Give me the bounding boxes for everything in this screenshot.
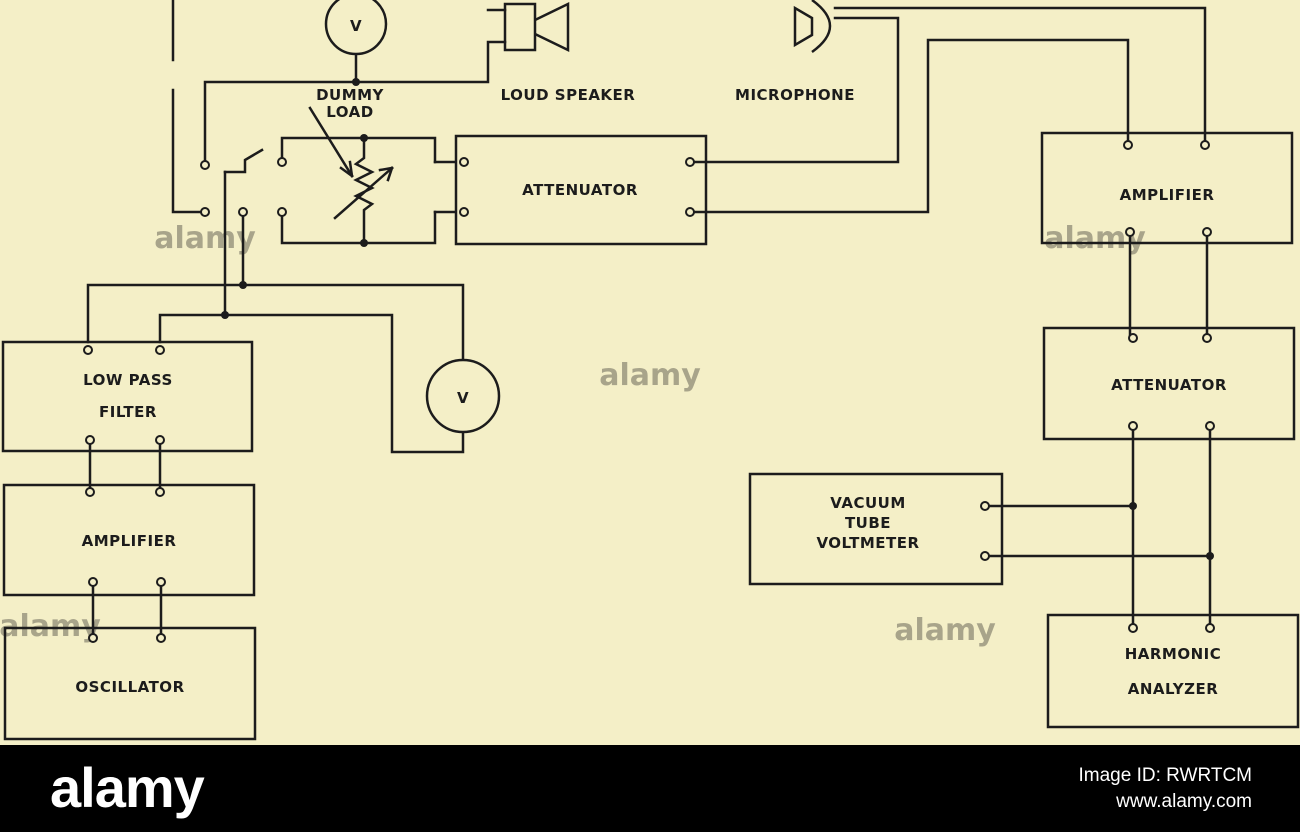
loudspeaker-icon	[503, 2, 570, 52]
vtvm-label-line3: VOLTMETER	[816, 534, 919, 552]
circuit-diagram: alamy alamy alamy alamy alamy	[0, 0, 1300, 741]
low-pass-filter-box	[1, 340, 254, 453]
watermark-upper-left: alamy	[154, 221, 256, 256]
harmonic-analyzer-label-line2: ANALYZER	[1128, 680, 1219, 698]
low-pass-filter-label-line1: LOW PASS	[83, 371, 173, 389]
amplifier-right-box	[1040, 131, 1294, 245]
watermark-lower-right: alamy	[894, 613, 996, 648]
oscillator-box	[3, 626, 257, 741]
amplifier-right-label: AMPLIFIER	[1120, 186, 1215, 204]
attenuator-top-box	[454, 134, 708, 246]
image-id: Image ID: RWRTCM	[1078, 765, 1253, 786]
harmonic-analyzer-box	[1046, 613, 1300, 729]
watermark-lower-left: alamy	[0, 609, 101, 644]
attenuator-right-box	[1042, 326, 1296, 441]
wiring	[86, 0, 1212, 638]
voltmeter-top-symbol: V	[350, 17, 362, 35]
vtvm-label-line1: VACUUM	[830, 494, 906, 512]
attenuator-right-label: ATTENUATOR	[1111, 376, 1227, 394]
amplifier-left-box	[2, 483, 256, 597]
amplifier-left-label: AMPLIFIER	[82, 532, 177, 550]
microphone-icon	[793, 0, 832, 54]
microphone-label: MICROPHONE	[735, 86, 855, 104]
dummy-load-label-line1: DUMMY	[316, 86, 384, 104]
voltmeter-middle-icon: V	[425, 358, 501, 434]
footer-bar: alamy Image ID: RWRTCM www.alamy.com	[0, 745, 1300, 832]
terminals	[83, 140, 1215, 643]
watermark-center: alamy	[599, 358, 701, 393]
low-pass-filter-label-line2: FILTER	[99, 403, 157, 421]
voltmeter-middle-symbol: V	[457, 389, 469, 407]
harmonic-analyzer-label-line1: HARMONIC	[1125, 645, 1222, 663]
oscillator-label: OSCILLATOR	[75, 678, 184, 696]
voltmeter-top-icon: V	[324, 0, 388, 56]
junction-dots	[221, 78, 1214, 560]
dummy-load-label-line2: LOAD	[326, 103, 373, 121]
attenuator-top-label: ATTENUATOR	[522, 181, 638, 199]
loud-speaker-label: LOUD SPEAKER	[501, 86, 636, 104]
alamy-logo: alamy	[50, 756, 205, 819]
site-url: www.alamy.com	[1116, 791, 1252, 812]
vtvm-box	[748, 472, 1004, 586]
footer-meta: Image ID: RWRTCM www.alamy.com	[1079, 763, 1253, 815]
vtvm-label-line2: TUBE	[845, 514, 891, 532]
